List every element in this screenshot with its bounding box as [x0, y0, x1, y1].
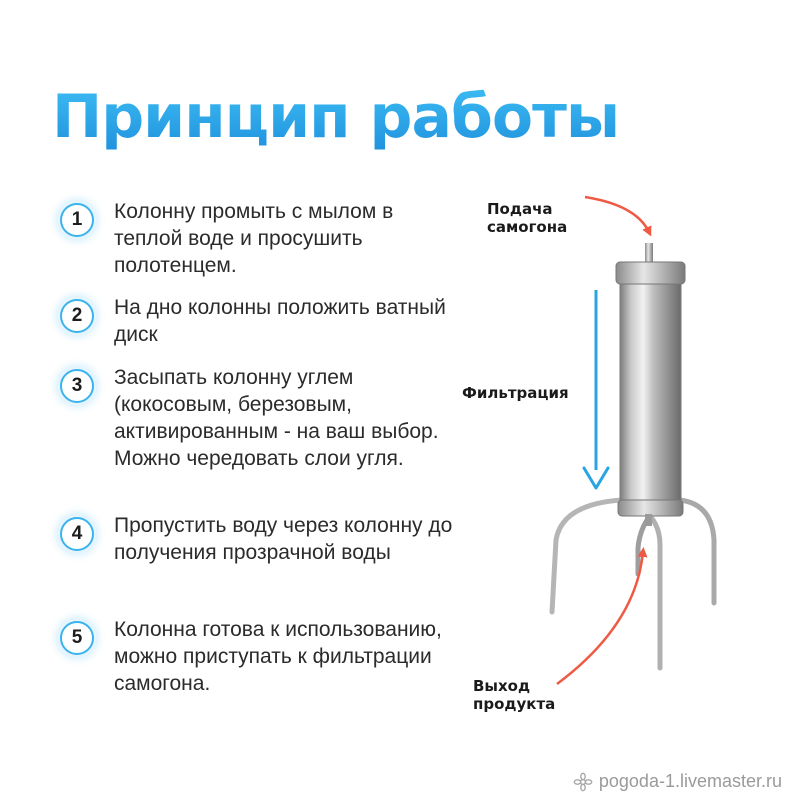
step-text: На дно колонны положить ватный диск — [114, 296, 446, 346]
output-arrow — [556, 547, 648, 686]
column-bottom-ring — [617, 499, 684, 517]
column-top-nozzle — [645, 243, 653, 265]
step-text: Колонна готова к использованию, можно пр… — [114, 618, 442, 695]
column-outlet — [645, 514, 652, 526]
page-title: Принцип работы — [52, 78, 620, 156]
filtration-label: Фильтрация — [462, 384, 569, 402]
step-text: Пропустить воду через колонну до получен… — [114, 514, 453, 564]
input-label: Подача самогона — [487, 200, 568, 236]
column-legs — [549, 497, 717, 671]
step-number-badge: 1 — [60, 203, 94, 237]
flower-icon — [573, 772, 593, 791]
watermark-text: pogoda-1.livemaster.ru — [598, 771, 782, 791]
filtration-arrow — [582, 290, 610, 490]
step-text: Засыпать колонну углем (кокосовым, берез… — [114, 366, 439, 470]
column-cap — [615, 261, 686, 285]
watermark: pogoda-1.livemaster.ru — [573, 771, 782, 792]
step-number-badge: 3 — [60, 369, 94, 403]
step-text: Колонну промыть с мылом в теплой воде и … — [114, 200, 394, 277]
output-label: Выход продукта — [473, 677, 556, 713]
column-body — [619, 269, 682, 513]
step-number-badge: 4 — [60, 517, 94, 551]
input-arrow — [584, 195, 652, 237]
step-number-badge: 5 — [60, 621, 94, 655]
step-number-badge: 2 — [60, 299, 94, 333]
